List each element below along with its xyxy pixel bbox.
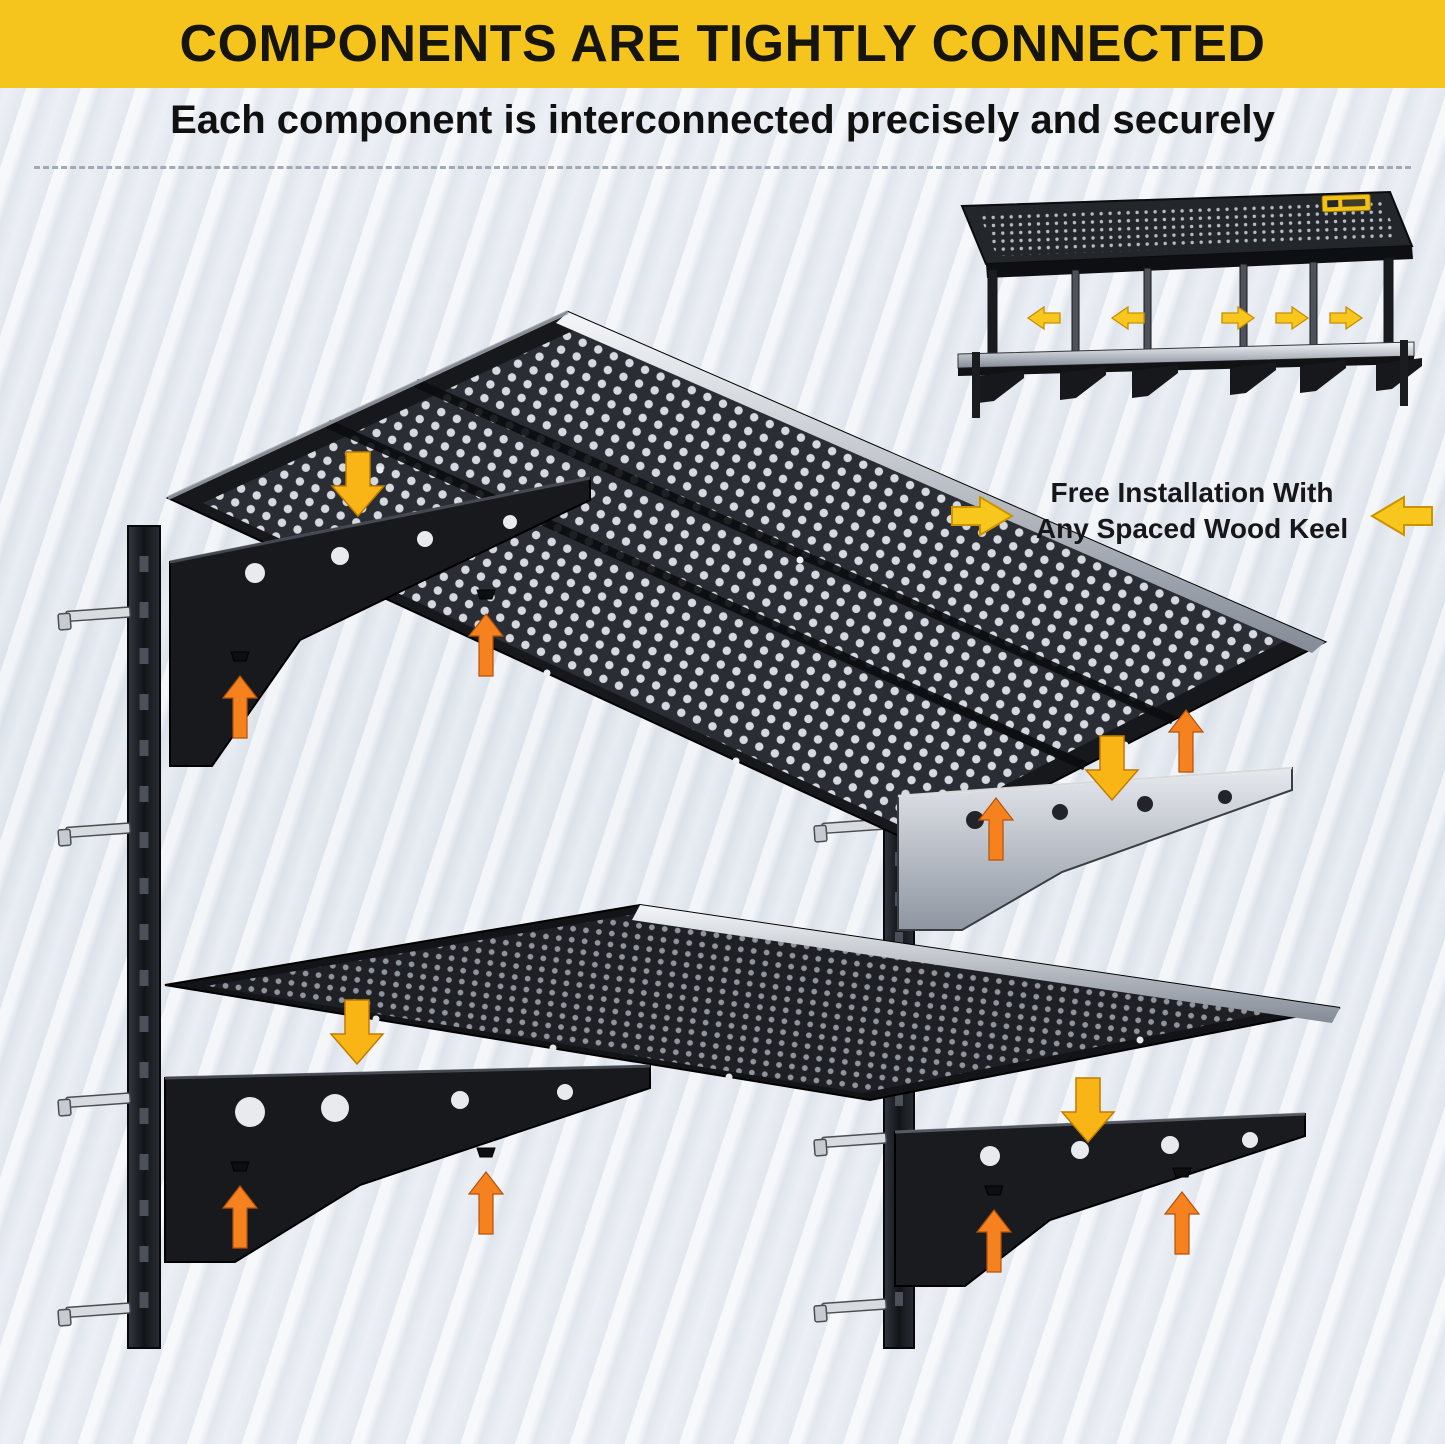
inset-caption-line2: Any Spaced Wood Keel <box>1036 513 1348 544</box>
top-shelf-crossbar <box>414 378 1175 725</box>
keel-clip <box>984 1185 1004 1196</box>
right-arrow-icon <box>1275 306 1309 330</box>
upper-left-bracket <box>169 476 591 767</box>
lower-shelf-screw-holes <box>372 1015 1144 1081</box>
bracket-holes <box>245 515 517 583</box>
inset-bracket <box>1230 362 1276 395</box>
inset-caption: Free Installation With Any Spaced Wood K… <box>951 477 1433 544</box>
top-shelf <box>165 310 1328 850</box>
bracket-edge-highlight <box>169 476 591 564</box>
brand-badge <box>1321 193 1371 213</box>
lower-left-bracket <box>164 1064 651 1263</box>
inset-bracket <box>1376 358 1422 391</box>
inset-bracket <box>1132 365 1178 398</box>
subtitle-text: Each component is interconnected precise… <box>170 98 1275 142</box>
top-shelf-silver-edge <box>556 312 1325 653</box>
right-arrow-icon <box>1221 306 1255 330</box>
mounting-hook-icon <box>813 1298 888 1323</box>
inset-caption-line1: Free Installation With <box>1051 477 1334 508</box>
inset-bracket <box>1300 360 1346 393</box>
upper-right-bracket <box>897 766 1293 931</box>
keel-clip <box>1172 1167 1192 1178</box>
inset-bracket <box>978 370 1024 403</box>
bracket-holes <box>980 1132 1258 1166</box>
top-shelf-left-edge <box>167 310 569 500</box>
inset-diagram: Free Installation With Any Spaced Wood K… <box>951 190 1433 544</box>
top-shelf-crossbar <box>326 419 1087 771</box>
inset-bracket <box>1060 367 1106 400</box>
inset-shelf-perforation <box>978 199 1399 256</box>
left-arrow-icon <box>1111 306 1145 330</box>
mounting-hook-icon <box>57 822 132 847</box>
keel-clip <box>230 651 250 662</box>
title-banner: COMPONENTS ARE TIGHTLY CONNECTED <box>0 0 1445 88</box>
left-rail-hooks <box>57 606 132 1327</box>
inset-bottom-rail <box>957 340 1422 418</box>
left-arrow-icon <box>1027 306 1061 330</box>
left-arrow-icon <box>1371 496 1433 536</box>
mounting-hook-icon <box>813 1132 888 1157</box>
up-arrow-icon <box>1164 1191 1200 1255</box>
bracket-holes <box>966 790 1232 829</box>
inset-top-shelf <box>960 190 1414 278</box>
right-arrow-icon <box>1329 306 1363 330</box>
bracket-edge-highlight <box>897 766 1293 798</box>
lower-shelf-perforation <box>206 912 1299 1093</box>
lower-shelf-silver-edge <box>632 905 1340 1023</box>
keel-clip <box>230 1161 250 1172</box>
mounting-hook-icon <box>57 606 132 631</box>
keel-clip <box>476 1147 496 1158</box>
top-shelf-perforation <box>203 328 1290 832</box>
up-arrow-icon <box>468 1171 504 1235</box>
left-wall-rail <box>127 525 161 1349</box>
mounting-hook-icon <box>57 1092 132 1117</box>
bracket-edge-highlight <box>164 1064 651 1080</box>
bracket-holes <box>235 1084 573 1127</box>
lower-right-bracket <box>894 1112 1306 1287</box>
inset-shelf-front-edge <box>986 246 1413 278</box>
lower-shelf <box>164 903 1341 1102</box>
banner-title: COMPONENTS ARE TIGHTLY CONNECTED <box>179 15 1266 73</box>
mounting-hook-icon <box>57 1302 132 1327</box>
keel-clip <box>476 589 496 600</box>
dashed-divider <box>34 166 1411 169</box>
